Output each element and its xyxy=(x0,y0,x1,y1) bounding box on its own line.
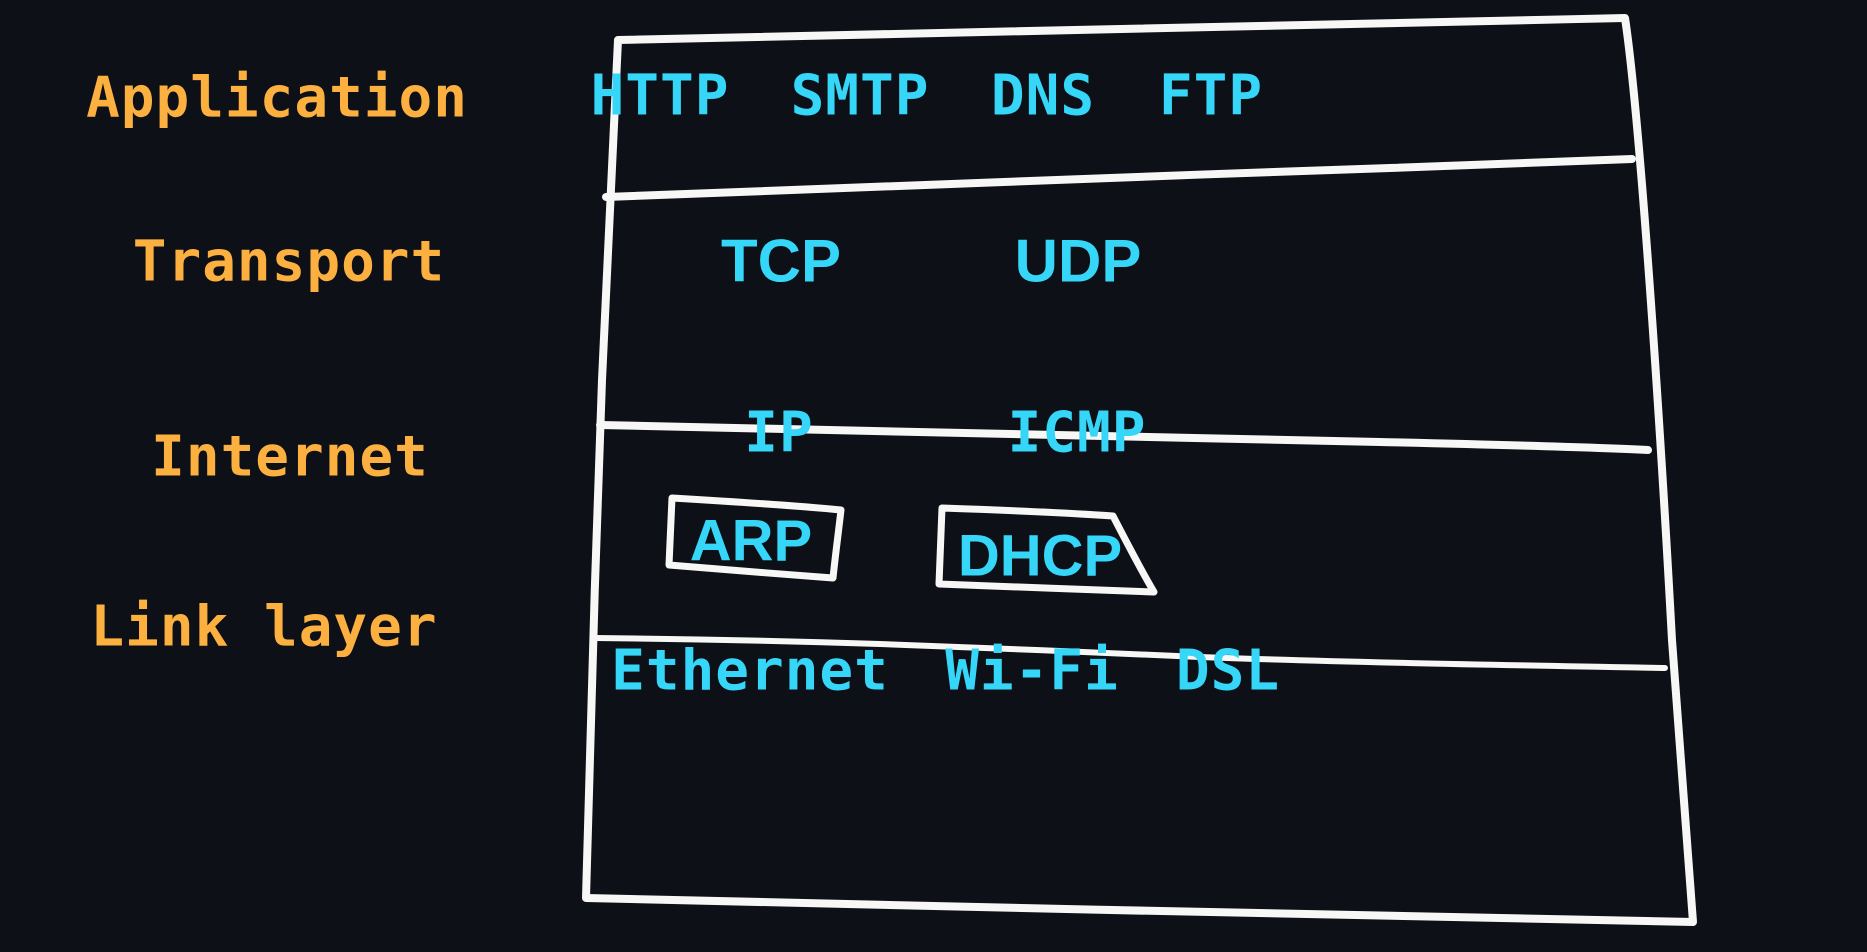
callout-label-arp[interactable]: ARP xyxy=(689,508,813,574)
layer-label-transport: Transport xyxy=(132,229,446,295)
divider-internet-link xyxy=(592,635,1668,671)
layer-label-internet: Internet xyxy=(151,424,429,490)
protocol-http: HTTP xyxy=(590,63,730,129)
divider-transport-internet xyxy=(596,421,1652,454)
callout-label-dhcp[interactable]: DHCP xyxy=(957,523,1123,589)
arp-callout-box[interactable] xyxy=(665,494,845,582)
protocol-smtp: SMTP xyxy=(790,63,930,129)
protocol-udp: UDP xyxy=(1014,227,1142,295)
protocol-ftp: FTP xyxy=(1158,63,1264,129)
protocol-tcp: TCP xyxy=(721,227,841,295)
layer-label-application: Application xyxy=(86,65,468,131)
layer-label-link-layer: Link layer xyxy=(90,594,438,660)
protocol-ethernet: Ethernet xyxy=(611,638,889,704)
divider-application-transport xyxy=(602,155,1636,201)
dhcp-callout-box[interactable] xyxy=(935,504,1158,596)
protocol-ip: IP xyxy=(744,400,814,466)
stack-outer-frame xyxy=(582,14,1697,926)
protocol-dns: DNS xyxy=(990,63,1096,129)
protocol-icmp: ICMP xyxy=(1007,400,1147,466)
protocol-wifi: Wi-Fi xyxy=(945,638,1119,704)
protocol-dsl: DSL xyxy=(1175,638,1281,704)
